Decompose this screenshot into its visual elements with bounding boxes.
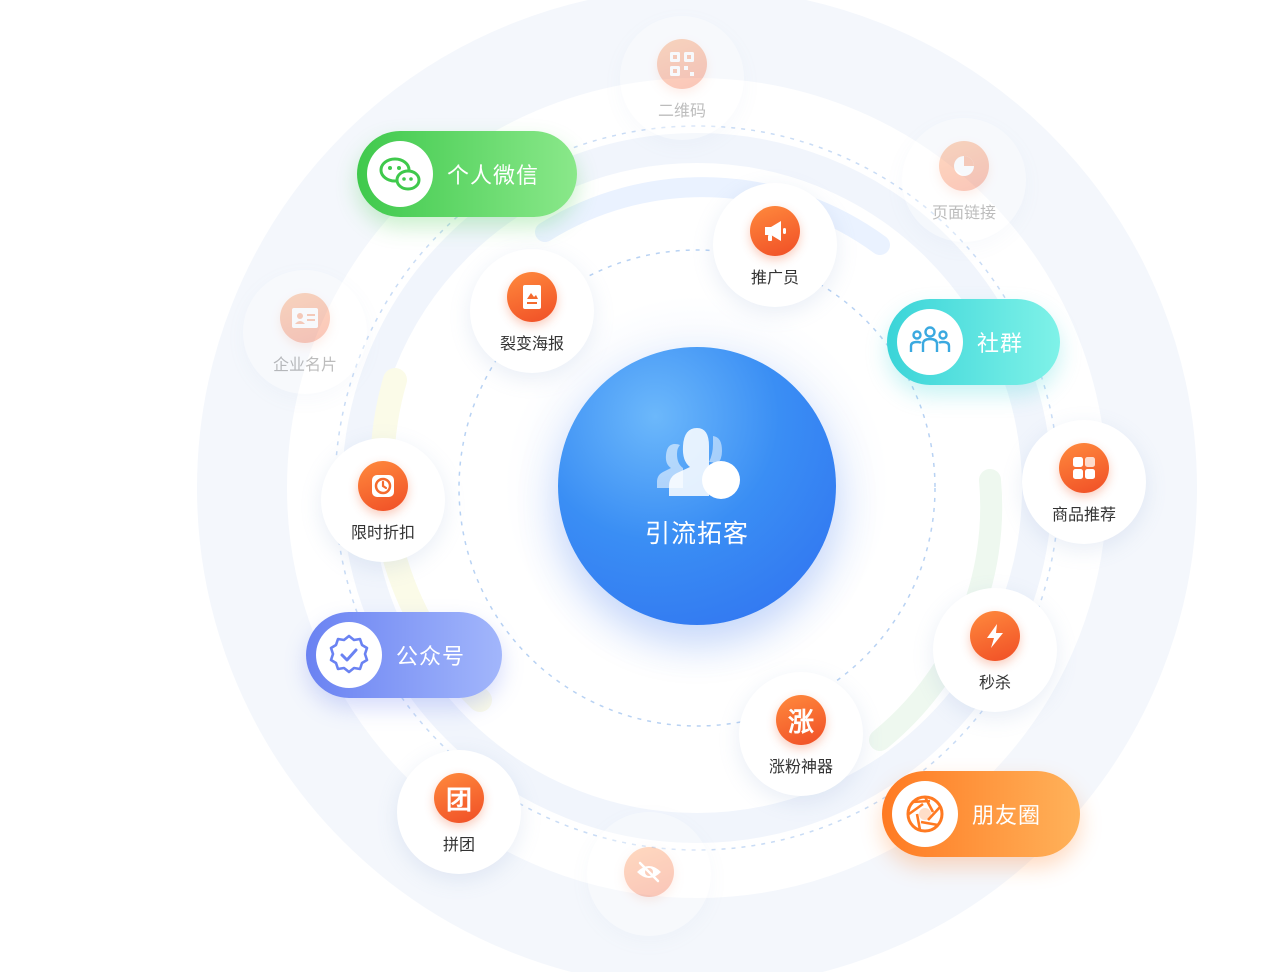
center-hub: 引流拓客: [558, 347, 836, 625]
aperture-icon: [892, 781, 958, 847]
node-label: 秒杀: [978, 673, 1011, 692]
megaphone-icon: [750, 206, 800, 256]
center-title: 引流拓客: [644, 519, 749, 548]
node-label: 限时折扣: [350, 523, 415, 542]
pill-label: 社群: [977, 332, 1024, 357]
node-qrcode[interactable]: 二维码: [620, 16, 744, 140]
node-label: 商品推荐: [1051, 505, 1116, 524]
verified-badge-icon: [316, 622, 382, 688]
pill-personal-wechat[interactable]: 个人微信: [357, 131, 577, 217]
grid-icon: [1059, 443, 1109, 493]
node-hidden[interactable]: [587, 812, 711, 936]
lightning-icon: [970, 611, 1020, 661]
node-flash-sale[interactable]: 秒杀: [933, 588, 1057, 712]
pill-label: 个人微信: [447, 164, 540, 189]
node-label: 涨粉神器: [768, 757, 833, 776]
node-limited-discount[interactable]: 限时折扣: [321, 438, 445, 562]
node-label: 二维码: [657, 101, 706, 120]
node-label: 页面链接: [931, 203, 996, 222]
node-label: 企业名片: [272, 355, 337, 374]
node-label: 裂变海报: [499, 334, 564, 353]
eye-off-icon: [624, 847, 674, 897]
clock-icon: [358, 461, 408, 511]
zhang-glyph-icon: 涨: [776, 695, 826, 745]
qrcode-icon: [657, 39, 707, 89]
pill-official-account[interactable]: 公众号: [306, 612, 502, 698]
node-group-buy[interactable]: 团 拼团: [397, 750, 521, 874]
node-product-recommend[interactable]: 商品推荐: [1022, 420, 1146, 544]
pill-community[interactable]: 社群: [887, 299, 1060, 385]
pill-label: 公众号: [396, 645, 466, 670]
node-promoter[interactable]: 推广员: [713, 183, 837, 307]
wechat-icon: [367, 141, 433, 207]
pill-label: 朋友圈: [972, 804, 1042, 829]
poster-icon: [507, 272, 557, 322]
link-icon: [939, 141, 989, 191]
node-fan-growth[interactable]: 涨 涨粉神器: [739, 672, 863, 796]
business-card-icon: [280, 293, 330, 343]
node-business-card[interactable]: 企业名片: [243, 270, 367, 394]
community-icon: [897, 309, 963, 375]
node-label: 拼团: [442, 835, 475, 854]
users-icon: [657, 428, 740, 499]
node-page-link[interactable]: 页面链接: [902, 118, 1026, 242]
tuan-glyph-icon: 团: [434, 773, 484, 823]
node-label: 推广员: [750, 268, 799, 287]
node-fission-poster[interactable]: 裂变海报: [470, 249, 594, 373]
pill-moments[interactable]: 朋友圈: [882, 771, 1080, 857]
